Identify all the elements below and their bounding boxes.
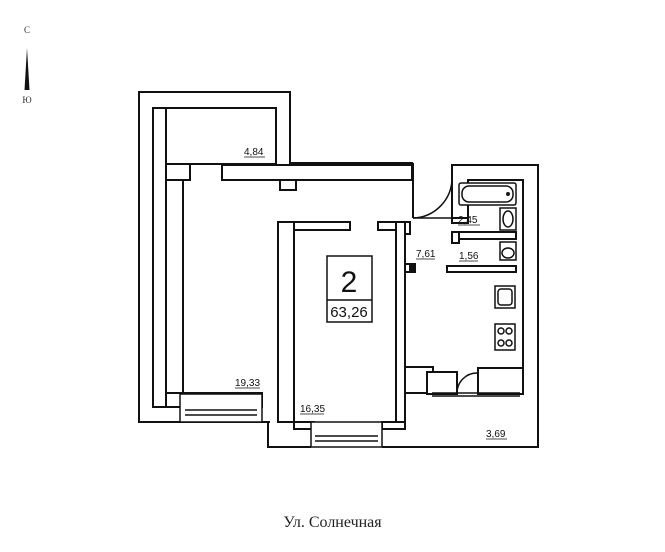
total-area: 63,26 <box>330 304 368 321</box>
room-labels: 4,84 19,33 16,35 7,61 2,45 1,56 3,69 <box>235 147 507 440</box>
area-label-balcony: 3,69 <box>486 429 506 440</box>
compass: С Ю <box>22 25 31 105</box>
window-left-room <box>179 393 263 423</box>
balcony-door <box>456 372 478 394</box>
street-name: Ул. Солнечная <box>283 514 382 531</box>
kitchen-sink-icon <box>494 285 516 309</box>
windows <box>179 392 520 448</box>
window-middle-room <box>310 421 383 448</box>
bathtub-icon <box>458 182 517 206</box>
entrance-door <box>412 177 453 219</box>
area-label-bedroom: 16,35 <box>300 404 325 415</box>
window-balcony <box>432 392 520 397</box>
room-count: 2 <box>341 266 358 299</box>
compass-north-label: С <box>24 25 30 35</box>
apartment-badge: 2 63,26 <box>326 255 373 323</box>
compass-south-label: Ю <box>22 95 31 105</box>
area-label-living-room: 19,33 <box>235 378 260 389</box>
area-label-toilet: 1,56 <box>459 251 479 262</box>
fixtures <box>458 182 517 351</box>
doors <box>412 177 478 394</box>
area-label-corridor: 4,84 <box>244 147 264 158</box>
stove-icon <box>494 323 516 351</box>
compass-needle-icon <box>24 48 30 90</box>
area-label-kitchen: 7,61 <box>416 249 436 260</box>
toilet-icon <box>499 241 517 261</box>
area-label-bathroom: 2,45 <box>458 215 478 226</box>
sink-icon <box>499 207 517 231</box>
